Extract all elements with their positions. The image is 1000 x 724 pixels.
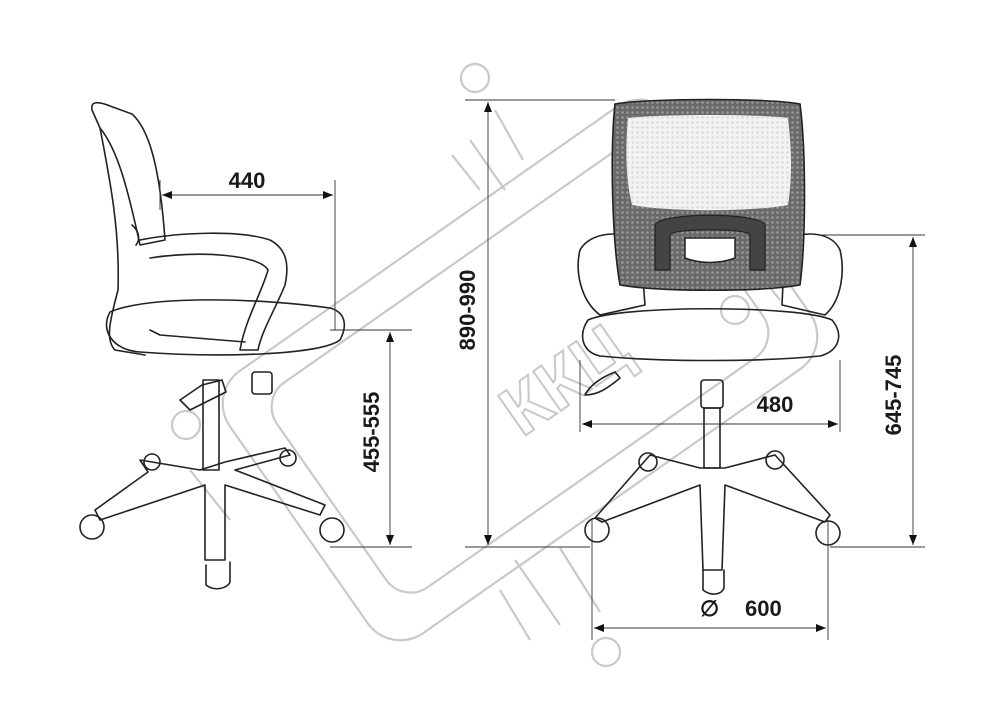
side-back-knob: [131, 224, 140, 246]
side-lever: [179, 379, 227, 411]
seat-height-label: 455-555: [359, 392, 384, 473]
side-base: [94, 447, 326, 561]
front-wheel: [765, 450, 785, 470]
side-seat-line: [149, 329, 246, 343]
front-wheel-front: [702, 569, 725, 595]
side-back-frame: [99, 127, 146, 356]
front-base: [594, 454, 831, 571]
watermark-circle: [590, 636, 622, 668]
front-view-chair: [577, 98, 843, 595]
seat-depth-label: 440: [229, 168, 266, 193]
front-wheel: [638, 452, 658, 472]
side-gas-column: [202, 379, 220, 471]
seat-width-label: 480: [757, 392, 794, 417]
front-right-armrest: [781, 233, 843, 316]
side-wheel-back: [279, 449, 297, 467]
diameter-symbol: ∅: [700, 596, 719, 621]
total-height-label: 890-990: [455, 270, 480, 351]
side-wheel: [319, 517, 345, 543]
side-wheel-back: [143, 453, 161, 471]
armrest-height-label: 645-745: [881, 355, 906, 436]
side-backrest: [90, 101, 166, 246]
front-lever: [584, 371, 621, 396]
side-seat: [105, 299, 346, 356]
front-wheel: [584, 517, 610, 543]
side-view-chair: [79, 101, 346, 590]
extension-lines: [159, 99, 925, 640]
side-wheel-front: [205, 561, 231, 590]
front-left-armrest: [577, 233, 646, 316]
side-wheel: [79, 514, 105, 540]
front-backrest-mesh-light: [626, 115, 791, 211]
front-seat: [581, 307, 840, 362]
side-armrest: [139, 232, 288, 351]
watermark-circle: [459, 62, 491, 94]
dimension-arrows: [162, 102, 917, 632]
front-lumbar-frame: [654, 214, 766, 271]
base-diameter-label: 600: [745, 596, 782, 621]
watermark-circle: [170, 409, 202, 441]
front-gas-column: [703, 407, 721, 469]
front-lumbar-handle: [684, 237, 736, 264]
side-tilt-knob: [251, 371, 273, 395]
